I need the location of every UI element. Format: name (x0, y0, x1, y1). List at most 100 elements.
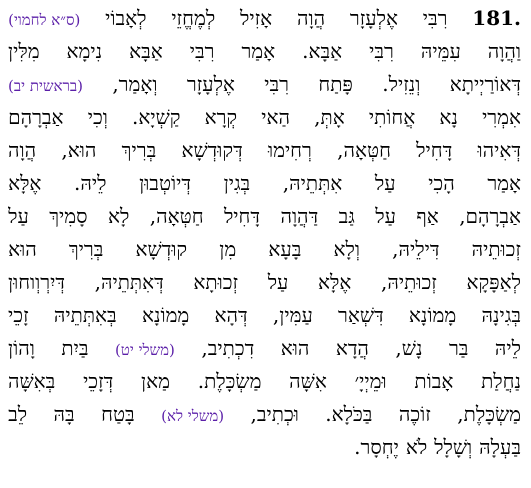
word: מַשְׂכָּלֶת. (197, 369, 262, 393)
word: בָּהּ (53, 402, 75, 426)
word: לָא (107, 204, 130, 228)
word: לְמֶחֱזֵי (171, 6, 216, 30)
word: קְרָא (204, 105, 238, 129)
word: זְכוּתֵיהּ (471, 237, 521, 261)
word: מַשְׂכָּלֶת, (457, 402, 521, 426)
word: בַּיִת (61, 336, 89, 360)
word: בְּאִתְּתֵיהּ (53, 303, 117, 327)
word: עִמֵּיהּ (420, 39, 461, 63)
word: קַשְׁיָא. (131, 105, 181, 129)
text-line: בְּגִינָהּ מָמוֹנָא דִּשְׁאַר עַמִּין, ד… (8, 303, 521, 336)
word: מִן (219, 237, 237, 261)
word: דְּאִתְּתֵיהּ, (94, 270, 164, 294)
word: לֵיהּ. (74, 171, 107, 195)
word: וּמֵיְיָ׳ (354, 369, 387, 393)
word: הֲוָה (8, 138, 37, 162)
word: דְּאִיהוּ (477, 138, 522, 162)
text-line: אָמַר הָכִי עַל אִתְּתֵיהּ, בְּגִין דְּי… (8, 171, 521, 204)
word: עַמִּין, (272, 303, 313, 327)
word: מַאן (141, 369, 170, 393)
word: אַבְרָהָם, (459, 204, 521, 228)
text-line: בַּעְלָהּ וְשָׁלָל לֹא יֶחְסָר. (8, 435, 521, 468)
text-line: 181. רִבִּי אֶלְעָזָר הֲוָה אָזִיל לְמֶח… (8, 6, 521, 39)
word: לֹא (405, 435, 428, 459)
word: עַל (8, 204, 29, 228)
word: דְּהָא (214, 303, 248, 327)
word: לְאָבוֹי (105, 6, 147, 30)
text-line: דְּאִיהוּ דָּחִיל חַטְּאָה, רְחִימוּ דְּ… (8, 138, 521, 171)
word: רִבִּי (369, 39, 394, 63)
word: דְּקוּדְשָׁא (181, 138, 243, 162)
source-reference: (משלי לא) (161, 407, 225, 425)
word: אֲחוֹתִי (368, 105, 416, 129)
word: מִלִּין (8, 39, 40, 63)
source-reference: (משלי יט) (114, 341, 175, 359)
word: בְּרִיךְ (121, 138, 157, 162)
word: רִבִּי (422, 6, 448, 30)
word: וְשָׁלָל (434, 435, 473, 459)
word: אַבָּא (129, 39, 163, 63)
zohar-paragraph: 181. רִבִּי אֶלְעָזָר הֲוָה אָזִיל לְמֶח… (8, 6, 521, 468)
word: סָמִיךְ (49, 204, 88, 228)
word: אָמַר (241, 39, 276, 63)
word: לְאַפָּקָא (466, 270, 521, 294)
word: בַּעְלָהּ (479, 435, 521, 459)
word: רִבִּי (189, 39, 215, 63)
word: בְּגִין (223, 171, 251, 195)
word: וָהוֹן (8, 336, 35, 360)
text-line: נַחֲלַת אָבוֹת וּמֵיְיָ׳ אִשָּׁה מַשְׂכָ… (8, 369, 521, 402)
word: אֶלְעָזָר (349, 6, 398, 30)
word: הָכִי (428, 171, 455, 195)
word: יֶחְסָר. (354, 435, 399, 459)
word: אֶלָּא (8, 171, 42, 195)
word: וּכְתִיב, (250, 402, 299, 426)
word: אָתְּ, (314, 105, 345, 129)
word: דִכְתִיב, (201, 336, 255, 360)
word: דִּילֵיהּ, (392, 237, 440, 261)
word: וַהֲוָה (487, 39, 521, 63)
word: דְּזָכֵי (83, 369, 114, 393)
word: דַּהֲוָה (280, 204, 319, 228)
word: הוּא (8, 237, 37, 261)
text-line: אִמְרִי נָא אֲחוֹתִי אָתְּ, הַאי קְרָא ק… (8, 105, 521, 138)
word: וְאָמַר, (112, 72, 158, 96)
word: אַבָּא. (302, 39, 343, 63)
word: הַאי (261, 105, 291, 129)
word: בָּטַח (101, 402, 135, 426)
word: דְּאוֹרַיְיתָא (449, 72, 521, 96)
word: וְנֵזִיל. (382, 72, 421, 96)
word: בָּעָא (268, 237, 302, 261)
word: קוּדְשָׁא (135, 237, 188, 261)
word: פָּתַח (318, 72, 353, 96)
word: אִשָּׁה (289, 369, 327, 393)
word: אֶלְעָזָר (186, 72, 235, 96)
word: בְּגִינָהּ (481, 303, 522, 327)
word: נַחֲלַת (481, 369, 521, 393)
word: רְחִימוּ (267, 138, 312, 162)
word: אָבוֹת (414, 369, 454, 393)
word: וְכִי (87, 105, 108, 129)
word: עַל (375, 204, 396, 228)
word: אֶלָּא (318, 270, 352, 294)
word: אַבְרָהָם (8, 105, 64, 129)
word: מָמוֹנָא (408, 303, 457, 327)
text-line: מַשְׂכָּלֶת, זוֹכֶה בַּכֹּלָא. וּכְתִיב,… (8, 402, 521, 435)
word: זְכוּתֵיהּ, (381, 270, 437, 294)
word: אָזִיל (239, 6, 273, 30)
word: בְּרִיךְ (68, 237, 104, 261)
word: לֵיהּ (494, 336, 521, 360)
text-line: אַבְרָהָם, אַף עַל גַּב דַּהֲוָה דָּחִיל… (8, 204, 521, 237)
word: הֲדָא (335, 336, 369, 360)
word: דְּיִרְוְוחוּן (8, 270, 65, 294)
word: לֵב (8, 402, 28, 426)
word: אָמַר (487, 171, 521, 195)
word: אִמְרִי (482, 105, 521, 129)
source-reference: (בראשית יב) (8, 77, 83, 95)
word: בַּכֹּלָא. (325, 402, 373, 426)
word: דָּחִיל (416, 138, 453, 162)
word: הוּא (280, 336, 310, 360)
word: הֲוָה (296, 6, 326, 30)
word: נִימָא (66, 39, 103, 63)
text-line: לֵיהּ בַּר נָשׁ, הֲדָא הוּא דִכְתִיב, (מ… (8, 336, 521, 369)
word: זְכוּתָא (193, 270, 239, 294)
